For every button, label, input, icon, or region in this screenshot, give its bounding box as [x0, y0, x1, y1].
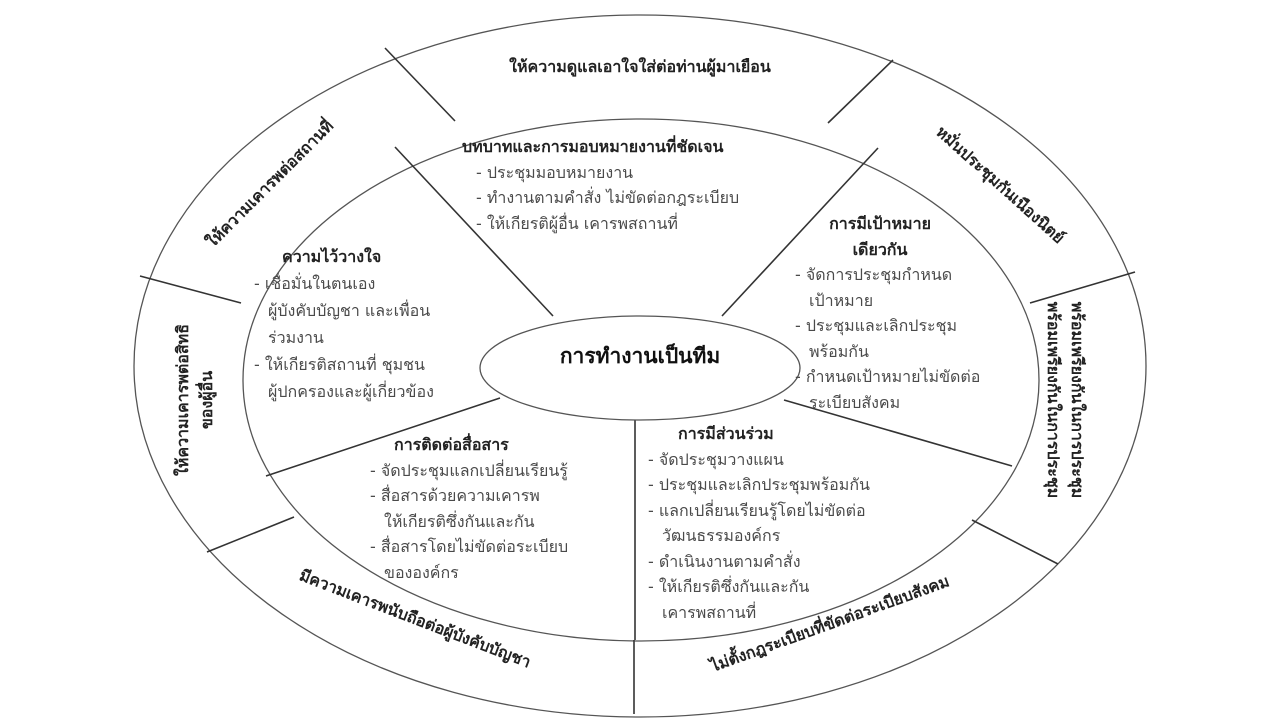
segment-trust: ความไว้วางใจ - เชื่อมั่นในตนเอง ผู้บังคั…	[254, 243, 434, 405]
divider	[139, 275, 242, 304]
segment-communication: การติดต่อสื่อสาร - จัดประชุมแลกเปลี่ยนเร…	[370, 432, 568, 585]
segment-item: - สื่อสารด้วยความเคารพ	[370, 486, 540, 505]
segment-item: เป้าหมาย	[809, 290, 874, 310]
divider	[1029, 271, 1136, 304]
outer-label-top: ให้ความดูแลเอาใจใส่ต่อท่านผู้มาเยือน	[509, 57, 771, 76]
outer-label-line: ของผู้อื่น	[197, 370, 216, 430]
segment-item: - สื่อสารโดยไม่ขัดต่อระเบียบ	[370, 537, 569, 556]
divider	[783, 399, 1013, 467]
segment-item: - ประชุมและเลิกประชุม	[795, 316, 958, 335]
segment-item: - ประชุมและเลิกประชุมพร้อมกัน	[648, 475, 870, 494]
divider	[827, 59, 894, 124]
segment-item: - จัดประชุมวางแผน	[648, 449, 784, 469]
segment-item: วัฒนธรรมองค์กร	[662, 526, 781, 545]
segment-item: - ทำงานตามคำสั่ง ไม่ขัดต่อกฎระเบียบ	[476, 188, 740, 207]
outer-label-line: ให้ความเคารพต่อสิทธิ	[173, 324, 192, 476]
segment-participation: การมีส่วนร่วม - จัดประชุมวางแผน - ประชุม…	[648, 421, 870, 625]
divider	[394, 146, 554, 317]
segment-item: - จัดประชุมแลกเปลี่ยนเรียนรู้	[370, 460, 568, 480]
divider	[206, 516, 295, 553]
segment-heading: บทบาทและการมอบหมายงานที่ชัดเจน	[462, 137, 724, 156]
segment-item: - กำหนดเป้าหมายไม่ขัดต่อ	[795, 367, 981, 386]
segment-item: ให้เกียรติซึ่งกันและกัน	[384, 511, 535, 531]
center-title: การทำงานเป็นทีม	[559, 344, 721, 368]
segment-heading: การติดต่อสื่อสาร	[394, 435, 509, 454]
segment-item: ขององค์กร	[384, 562, 459, 582]
inner-ellipse	[242, 118, 1040, 642]
segment-item: - จัดการประชุมกำหนด	[795, 265, 953, 284]
outer-label-line: พร้อมเพรียงกันในการประชุม	[1068, 301, 1087, 499]
outer-label-right: พร้อมเพรียงกันในการประชุม พร้อมเพรียงกัน…	[1041, 280, 1089, 520]
segment-heading: ความไว้วางใจ	[282, 247, 382, 266]
segment-item: - ให้เกียรติผู้อื่น เคารพสถานที่	[476, 213, 678, 233]
segment-item: - ให้เกียรติซึ่งกันและกัน	[648, 577, 810, 596]
segment-heading: การมีส่วนร่วม	[678, 424, 774, 443]
outer-label-left: ให้ความเคารพต่อสิทธิ ของผู้อื่น	[171, 300, 219, 500]
outer-dividers	[139, 47, 1136, 714]
segment-item: - ดำเนินงานตามคำสั่ง	[648, 551, 801, 571]
center-ellipse	[479, 315, 801, 421]
divider	[721, 147, 879, 317]
divider	[384, 47, 456, 122]
segment-item: พร้อมกัน	[809, 341, 869, 361]
segment-item: ระเบียบสังคม	[809, 392, 901, 412]
segment-item: - ให้เกียรติสถานที่ ชุมชน	[254, 355, 425, 374]
segment-item: - เชื่อมั่นในตนเอง	[254, 274, 376, 293]
segment-item: เคารพสถานที่	[662, 602, 757, 622]
inner-dividers	[265, 146, 1013, 640]
outer-label-line: พร้อมเพรียงกันในการประชุม	[1044, 301, 1063, 499]
divider	[265, 397, 501, 477]
segment-heading: การมีเป้าหมาย	[829, 214, 931, 233]
segment-heading: เดียวกัน	[852, 239, 908, 259]
segment-item: ร่วมงาน	[268, 328, 324, 347]
segment-item: - แลกเปลี่ยนเรียนรู้โดยไม่ขัดต่อ	[648, 500, 866, 520]
outer-ellipse	[133, 14, 1147, 718]
divider	[971, 519, 1059, 565]
segment-item: ผู้บังคับบัญชา และเพื่อน	[268, 301, 431, 320]
segment-roles: บทบาทและการมอบหมายงานที่ชัดเจน - ประชุมม…	[462, 134, 739, 236]
segment-shared-goal: การมีเป้าหมาย เดียวกัน - จัดการประชุมกำห…	[795, 211, 980, 415]
segment-item: ผู้ปกครองและผู้เกี่ยวข้อง	[268, 382, 434, 401]
segment-item: - ประชุมมอบหมายงาน	[476, 162, 634, 182]
